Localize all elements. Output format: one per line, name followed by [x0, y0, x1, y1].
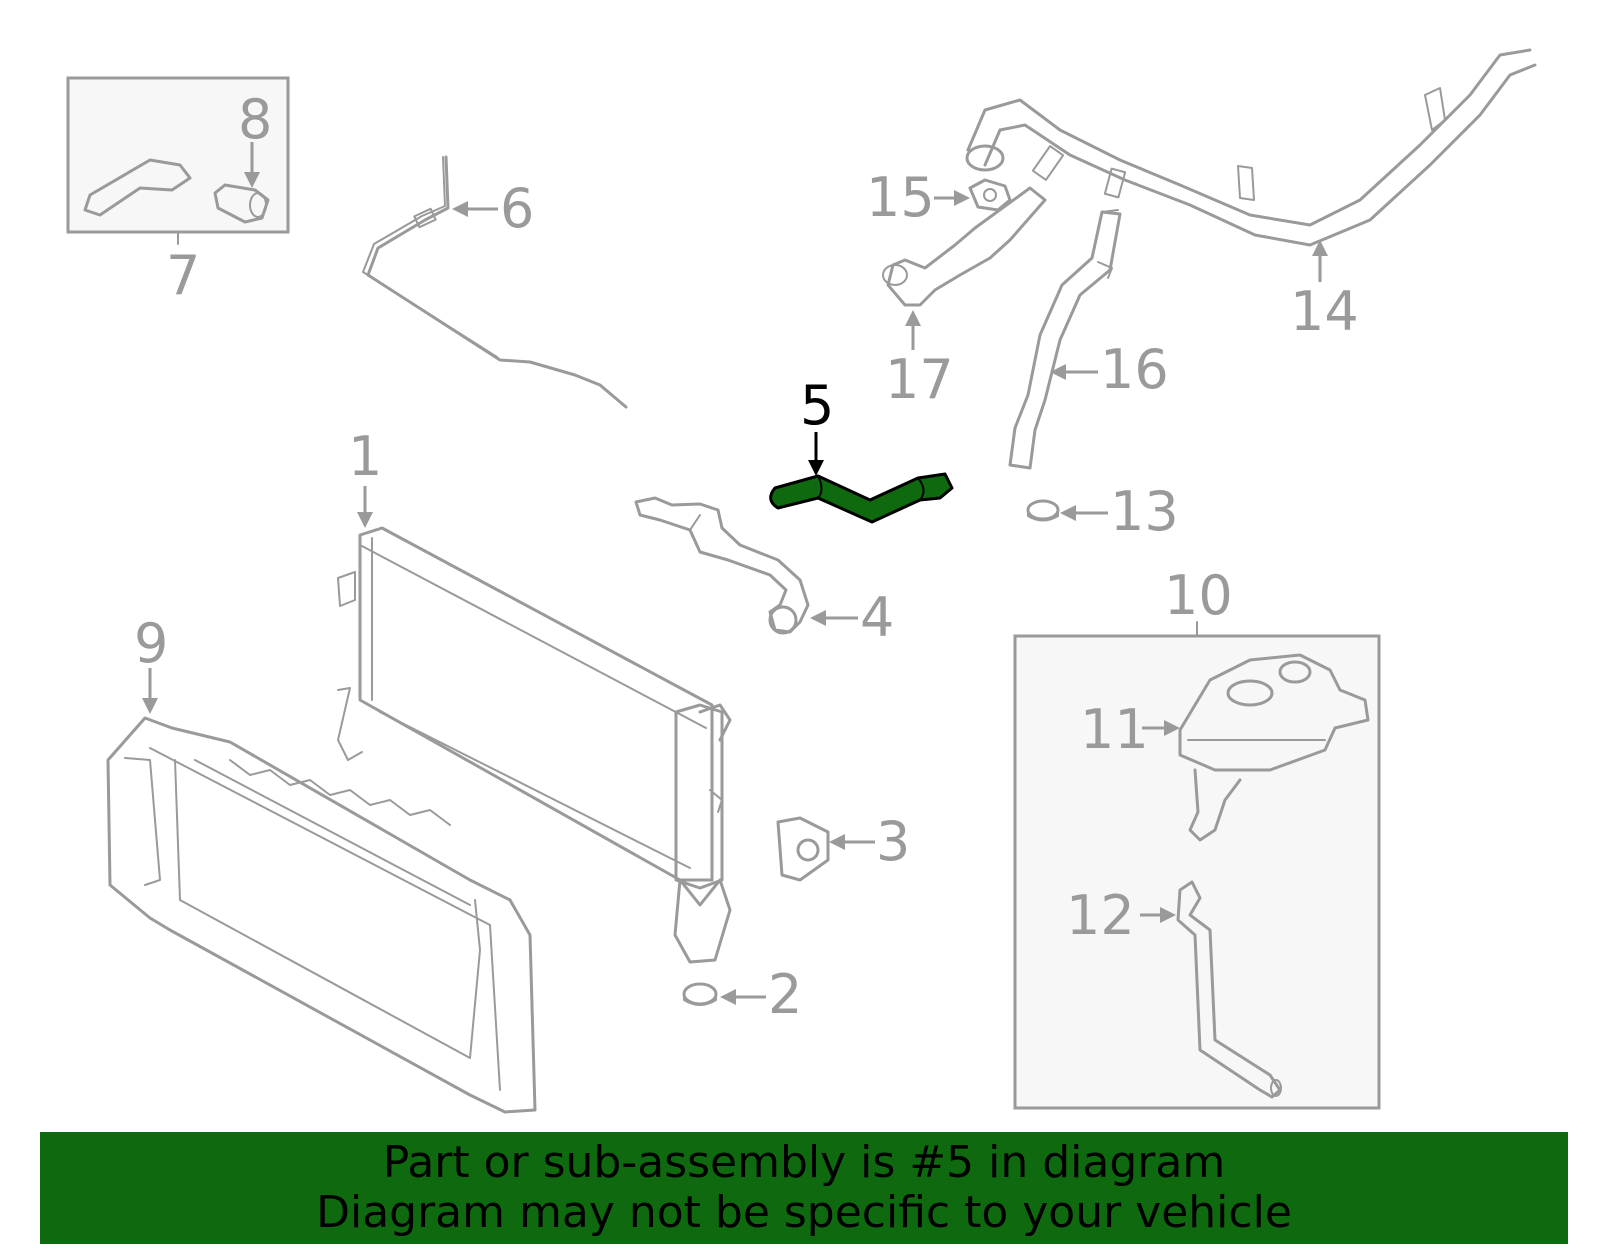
part-1-radiator [337, 526, 732, 964]
part-4-outlet-pipe [634, 496, 810, 635]
part-6-vent-pipe [362, 155, 628, 409]
part-9-radiator-support [106, 716, 537, 1114]
part-14-arrow [1312, 240, 1328, 282]
part-11-arrow [1142, 720, 1180, 736]
banner-line-disclaimer: Diagram may not be specific to your vehi… [316, 1187, 1292, 1238]
callout-16: 16 [1100, 338, 1169, 401]
part-13-cap [1026, 499, 1060, 522]
callout-12: 12 [1066, 884, 1135, 947]
callout-14: 14 [1290, 280, 1359, 343]
part-10-kit-box [1013, 621, 1381, 1110]
part-1-arrow [357, 486, 373, 528]
part-16-pipe [1008, 209, 1122, 470]
banner-line-part-info: Part or sub-assembly is #5 in diagram [382, 1137, 1226, 1188]
callout-13: 13 [1110, 480, 1179, 543]
part-5-lower-hose [769, 472, 954, 524]
callout-8: 8 [238, 88, 272, 151]
callout-9: 9 [134, 612, 168, 675]
part-8-arrow [244, 142, 260, 188]
part-14-bypass-pipe [965, 48, 1537, 247]
part-2-mount-insulator [682, 982, 718, 1006]
part-15-gasket [968, 178, 1012, 212]
part-11-reservoir [1178, 653, 1370, 842]
callout-6: 6 [500, 177, 534, 240]
part-15-arrow [934, 190, 970, 206]
part-4-arrow [810, 610, 858, 626]
callout-5: 5 [800, 374, 834, 437]
info-banner: Part or sub-assembly is #5 in diagram Di… [40, 1132, 1568, 1244]
part-17-hose [882, 186, 1047, 307]
callout-11: 11 [1080, 698, 1149, 761]
part-12-arrow [1140, 907, 1176, 923]
part-13-arrow [1060, 505, 1108, 521]
callout-2: 2 [768, 963, 802, 1026]
callout-7: 7 [166, 244, 200, 307]
part-6-arrow [452, 201, 498, 217]
callout-15: 15 [866, 166, 935, 229]
part-3-bracket [776, 816, 830, 882]
callout-10: 10 [1164, 564, 1233, 627]
part-12-reservoir-hose [1176, 880, 1282, 1099]
part-2-arrow [720, 989, 766, 1005]
part-16-arrow [1050, 364, 1098, 380]
callout-17: 17 [885, 348, 954, 411]
callout-4: 4 [860, 586, 894, 649]
part-3-arrow [829, 834, 875, 850]
part-9-arrow [142, 668, 158, 714]
callout-1: 1 [348, 425, 382, 488]
part-17-arrow [905, 310, 921, 350]
callout-3: 3 [876, 810, 910, 873]
part-5-arrow [808, 432, 824, 476]
